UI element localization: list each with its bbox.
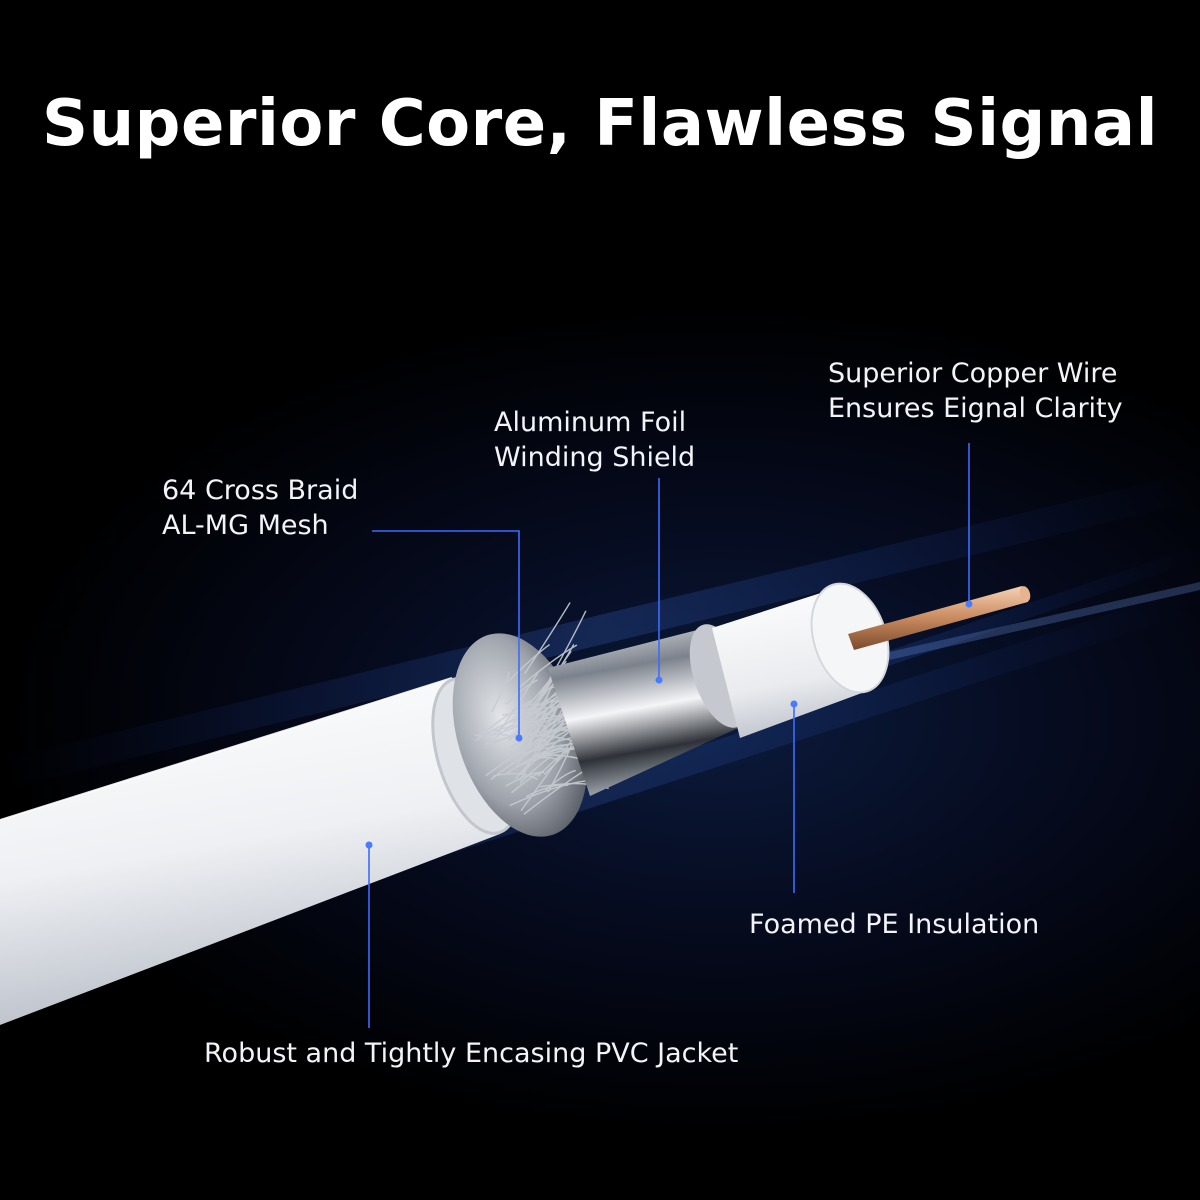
braid-strand: [491, 671, 511, 713]
page-title: Superior Core, Flawless Signal: [42, 87, 1158, 161]
braid-strand: [523, 687, 548, 725]
braid-strand: [515, 724, 564, 780]
label-pe-insulation: Foamed PE Insulation: [749, 907, 1039, 942]
braid-strand: [490, 715, 567, 746]
label-copper-line2: Ensures Eignal Clarity: [828, 393, 1123, 424]
pe-insulation: [712, 582, 890, 738]
dot-insulation: [790, 700, 798, 708]
leader-braid: [372, 530, 520, 738]
braid-strand: [486, 711, 533, 746]
braid-strand: [504, 679, 539, 706]
copper-core: [848, 586, 1031, 650]
label-copper-line1: Superior Copper Wire: [828, 358, 1118, 389]
dot-braid: [515, 734, 523, 742]
label-foil-shield: Aluminum Foil Winding Shield: [494, 405, 695, 475]
label-pvc-jacket: Robust and Tightly Encasing PVC Jacket: [204, 1036, 738, 1071]
braid-strand: [519, 682, 552, 715]
label-braid-line1: 64 Cross Braid: [162, 475, 359, 506]
braid-strand: [525, 784, 569, 798]
braid-strand: [537, 749, 569, 777]
label-copper-wire: Superior Copper Wire Ensures Eignal Clar…: [828, 356, 1123, 426]
braid-strand: [506, 744, 562, 774]
leader-lines: [368, 443, 970, 1028]
leader-dots: [365, 600, 973, 849]
label-jacket-text: Robust and Tightly Encasing PVC Jacket: [204, 1038, 739, 1069]
braid-strand: [492, 772, 538, 780]
dot-jacket: [365, 841, 373, 849]
dot-foil: [655, 676, 663, 684]
label-foil-line1: Aluminum Foil: [494, 407, 687, 438]
label-braid-line2: AL-MG Mesh: [162, 510, 329, 541]
braid-strand: [541, 610, 587, 694]
braid-strand: [496, 671, 539, 736]
braid-strand: [493, 723, 547, 732]
braid-strand: [517, 699, 555, 726]
dot-copper: [965, 600, 973, 608]
label-foil-line2: Winding Shield: [494, 442, 696, 473]
braid-strand: [524, 602, 571, 674]
label-insulation-text: Foamed PE Insulation: [749, 909, 1040, 940]
braid-strand: [509, 780, 588, 807]
braid-strand: [516, 747, 580, 768]
braid-strand: [477, 700, 532, 738]
label-braid-mesh: 64 Cross Braid AL-MG Mesh: [162, 473, 358, 543]
braid-strand: [507, 644, 551, 683]
braid-strand: [516, 718, 540, 768]
